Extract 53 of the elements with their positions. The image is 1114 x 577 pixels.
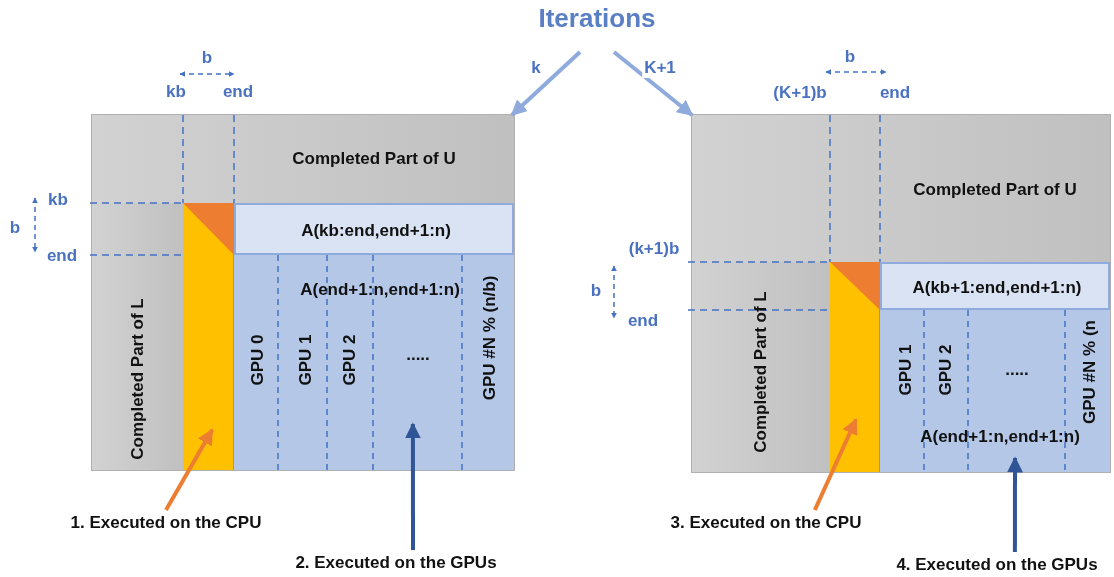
- region-label: A(end+1:n,end+1:n): [920, 427, 1080, 447]
- column-label: .....: [406, 345, 430, 365]
- matrix-region: [692, 115, 1110, 262]
- arrow: [164, 428, 214, 511]
- arrow: [812, 418, 858, 511]
- row-panel: [880, 262, 1110, 310]
- dimension-label: end: [879, 83, 911, 103]
- matrix-region: [92, 115, 514, 203]
- dimension-label: b: [9, 218, 21, 238]
- dimension-label: end: [627, 311, 659, 331]
- edge-label: K+1: [642, 58, 678, 78]
- column-label: GPU 1: [896, 344, 916, 396]
- dimension-label: b: [844, 47, 856, 67]
- callout-text: 1. Executed on the CPU: [70, 513, 262, 533]
- column-label: GPU #N % (n: [1080, 320, 1100, 424]
- arrow: [510, 50, 582, 117]
- column-label: GPU 1: [296, 334, 316, 386]
- dimension-label: (k+1)b: [628, 239, 680, 259]
- dimension-label: b: [201, 48, 213, 68]
- callout-text: 3. Executed on the CPU: [670, 513, 862, 533]
- region-label: A(kb:end,end+1:n): [301, 221, 451, 241]
- matrix-region: [92, 203, 183, 470]
- cpu-panel: [830, 262, 880, 472]
- trailing-submatrix: [880, 310, 1110, 472]
- matrix-drawing: [92, 115, 514, 470]
- callout-text: 4. Executed on the GPUs: [896, 555, 1098, 575]
- dimension-label: kb: [166, 82, 186, 102]
- row-panel: [234, 203, 514, 255]
- matrix-drawing: [692, 115, 1110, 472]
- column-label: .....: [1005, 360, 1029, 380]
- region-label: Completed Part of U: [913, 180, 1077, 200]
- column-label: GPU 2: [340, 334, 360, 386]
- region-label: A(end+1:n,end+1:n): [300, 280, 460, 300]
- column-label: GPU 2: [936, 344, 956, 396]
- arrow: [404, 422, 421, 550]
- dimension-label: b: [590, 281, 602, 301]
- cpu-panel: [183, 203, 234, 470]
- dimension-label: kb: [48, 190, 68, 210]
- trailing-submatrix: [234, 255, 514, 470]
- region-label: Completed Part of L: [751, 291, 771, 453]
- column-label: GPU #N % (n/b): [480, 275, 500, 401]
- callout-text: 2. Executed on the GPUs: [295, 553, 497, 573]
- heading-text: Iterations: [538, 2, 656, 34]
- dimension-label: (K+1)b: [773, 83, 827, 103]
- matrix-region: [692, 262, 830, 472]
- arrow: [1007, 456, 1023, 552]
- region-label: A(kb+1:end,end+1:n): [912, 278, 1082, 298]
- dimension-label: end: [222, 82, 254, 102]
- region-label: Completed Part of L: [128, 298, 148, 460]
- dimension-label: end: [46, 246, 78, 266]
- arrow: [612, 50, 694, 117]
- region-label: Completed Part of U: [292, 149, 456, 169]
- column-label: GPU 0: [248, 334, 268, 386]
